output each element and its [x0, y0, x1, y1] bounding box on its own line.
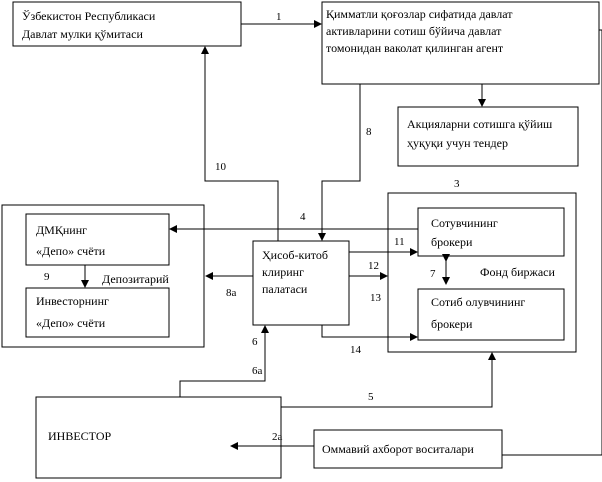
flow-label-10: 10 — [215, 161, 227, 173]
clearing-line2: клиринг — [262, 265, 304, 279]
arrow-14 — [321, 325, 418, 341]
buyer-broker-box: Сотиб олувчининг брокери — [417, 288, 565, 341]
flow-label-6: 6 — [252, 336, 258, 348]
flow-label-3: 3 — [454, 178, 460, 190]
investor-box: ИНВЕСТОР — [35, 396, 282, 479]
seller-broker-box: Сотувчининг брокери — [417, 207, 565, 257]
agent-line3: томонидан ваколат қилинган агент — [326, 41, 504, 55]
investor-depo-line1: Инвесторнинг — [36, 294, 109, 308]
flow-label-2a: 2а — [272, 431, 283, 443]
clearing-line1: Ҳисоб-китоб — [262, 248, 328, 262]
depository-label: Депозитарий — [102, 272, 169, 286]
flow-label-12: 12 — [368, 260, 379, 272]
tender-box: Акцияларни сотишга қўйиш ҳуқуқи учун тен… — [397, 106, 579, 167]
investor-depo-box: Инвесторнинг «Депо» счёти — [25, 287, 170, 338]
agent-line1: Қимматли қоғозлар сифатида давлат — [326, 7, 513, 21]
flow-label-8a: 8а — [226, 287, 237, 299]
state-committee-box: Ўзбекистон Республикаси Давлат мулки қўм… — [12, 1, 242, 47]
arrow-5 — [281, 352, 496, 408]
agent-line2: активларини сотиш бўйича давлат — [326, 24, 502, 38]
clearing-house-box: Ҳисоб-китоб клиринг палатаси — [252, 240, 350, 326]
flow-label-14: 14 — [350, 344, 362, 356]
seller-broker-line2: брокери — [431, 235, 473, 249]
line-agent-to-media — [502, 29, 602, 456]
tender-line1: Акцияларни сотишга қўйиш — [407, 117, 553, 131]
clearing-line3: палатаси — [262, 282, 308, 296]
buyer-broker-line2: брокери — [431, 317, 473, 331]
flow-label-1: 1 — [276, 11, 282, 23]
media-label: Оммавий ахборот воситалари — [322, 442, 474, 456]
arrow-6a — [179, 325, 269, 397]
flow-label-5: 5 — [368, 391, 374, 403]
stock-exchange-label: Фонд биржаси — [480, 265, 555, 279]
state-committee-line1: Ўзбекистон Республикаси — [22, 9, 156, 23]
buyer-broker-line1: Сотиб олувчининг — [431, 295, 525, 309]
seller-broker-line1: Сотувчининг — [431, 216, 498, 230]
investor-label: ИНВЕСТОР — [48, 429, 112, 443]
arrow-10 — [201, 46, 279, 241]
arrow-8 — [318, 84, 361, 241]
flow-label-9: 9 — [44, 271, 50, 283]
flow-label-8: 8 — [366, 126, 372, 138]
flow-label-6a: 6а — [252, 365, 263, 377]
flow-label-13: 13 — [370, 292, 382, 304]
flow-label-11: 11 — [394, 236, 405, 248]
dmk-depo-line2: «Депо» счёти — [36, 244, 106, 258]
investor-depo-line2: «Депо» счёти — [36, 316, 106, 330]
media-box: Оммавий ахборот воситалари — [313, 429, 503, 469]
tender-line2: ҳуқуқи учун тендер — [407, 136, 508, 150]
agent-box: Қимматли қоғозлар сифатида давлат активл… — [321, 1, 600, 85]
flow-label-7: 7 — [430, 268, 436, 280]
state-committee-line2: Давлат мулки қўмитаси — [22, 27, 143, 41]
dmk-depo-box: ДМҚнинг «Депо» счёти — [25, 213, 170, 266]
dmk-depo-line1: ДМҚнинг — [36, 223, 87, 237]
flow-label-4: 4 — [300, 211, 306, 223]
